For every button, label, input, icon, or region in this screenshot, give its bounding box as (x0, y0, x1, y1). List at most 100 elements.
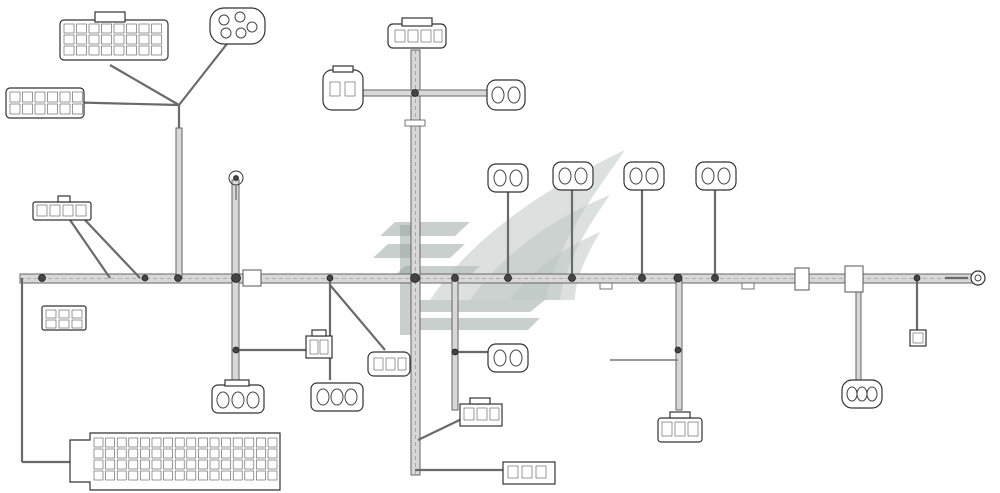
connector-pin (34, 91, 46, 103)
connector-pin (59, 91, 71, 103)
connector-pin (151, 45, 162, 56)
connector-pin (221, 448, 231, 459)
connector-pin (93, 459, 104, 470)
connector-pin (244, 470, 255, 481)
connector-pin (244, 459, 255, 470)
connector-top-center (387, 17, 447, 49)
connector-pin (232, 459, 243, 470)
connector-pin (128, 437, 139, 448)
connector-pin (113, 45, 125, 56)
connector-pin (88, 34, 100, 45)
connector-pin (186, 459, 197, 470)
connector-pin (116, 448, 127, 459)
connector-bottom-mid-a (310, 382, 364, 412)
branch-wires (20, 39, 968, 472)
connector-pin (232, 470, 243, 481)
connector-pin (244, 437, 255, 448)
connector-top-left-large (59, 11, 169, 61)
connector-pin (163, 459, 173, 470)
connector-pin (93, 448, 104, 459)
connector-pin (256, 459, 266, 470)
connector-pin (93, 437, 104, 448)
connector-pin (76, 23, 87, 34)
connector-left-upper (32, 195, 92, 221)
connector-pin (63, 34, 75, 45)
connector-pin (140, 437, 150, 448)
connector-pin (151, 448, 162, 459)
connector-pin (101, 34, 112, 45)
connector-right-small (909, 329, 927, 347)
connector-pin (232, 448, 243, 459)
connector-row-3 (623, 161, 665, 191)
ground-ring-terminal (970, 270, 986, 286)
connector-pin (151, 437, 162, 448)
connector-pin (267, 470, 278, 481)
connector-left-of-trunk-top (322, 65, 364, 111)
connector-bottom-ecu (69, 432, 281, 491)
connector-pin (256, 448, 266, 459)
connector-left-lower (41, 305, 87, 331)
connector-pin (174, 437, 185, 448)
connector-pin (9, 91, 21, 103)
connector-pin (105, 448, 115, 459)
connector-pin (22, 103, 33, 115)
connector-pin (76, 34, 87, 45)
connector-bottom-right-a (657, 411, 703, 443)
connector-bottom-left-a (211, 379, 265, 414)
connector-pin (116, 459, 127, 470)
connector-pin (126, 34, 137, 45)
connector-pin (101, 23, 112, 34)
connector-pin (221, 437, 231, 448)
connector-pin (88, 45, 100, 56)
connector-pin (174, 470, 185, 481)
connector-pin (209, 448, 220, 459)
connector-pin (126, 23, 137, 34)
connector-pin (72, 91, 83, 103)
connector-pin (151, 459, 162, 470)
connector-row-2 (552, 161, 594, 191)
connector-pin (72, 103, 83, 115)
connector-pin (93, 470, 104, 481)
connector-pin (174, 459, 185, 470)
connector-pin (163, 448, 173, 459)
connector-pin (105, 470, 115, 481)
connector-pin (256, 437, 266, 448)
connector-pin (198, 448, 208, 459)
connector-pin (186, 448, 197, 459)
connector-pin (209, 470, 220, 481)
connector-pin (88, 23, 100, 34)
connector-pin (140, 459, 150, 470)
connector-row-1 (487, 163, 529, 193)
connector-pin (138, 23, 150, 34)
connector-pin (128, 448, 139, 459)
connector-pin (9, 103, 21, 115)
connector-pin (59, 103, 71, 115)
connector-pin (186, 470, 197, 481)
connector-bottom-center (502, 461, 556, 485)
connector-pin (244, 448, 255, 459)
connector-pin (47, 91, 58, 103)
connector-pin (174, 448, 185, 459)
connector-pin (186, 437, 197, 448)
connector-pin (267, 448, 278, 459)
connector-row-4 (695, 161, 737, 191)
connector-bottom-mid-b (367, 351, 411, 377)
connector-pin (221, 470, 231, 481)
connector-center-lower (459, 397, 503, 427)
connector-pin (198, 437, 208, 448)
connector-right-of-trunk-top (486, 79, 526, 111)
connector-round-top (209, 7, 266, 45)
connector-pin (126, 45, 137, 56)
connector-pin (47, 103, 58, 115)
connector-pin (151, 34, 162, 45)
connector-pin (101, 45, 112, 56)
connector-pin (105, 437, 115, 448)
connector-pin (151, 470, 162, 481)
connector-pin (34, 103, 46, 115)
connector-pin (163, 470, 173, 481)
main-trunk (19, 273, 976, 284)
connector-pin (209, 437, 220, 448)
connector-pin (267, 437, 278, 448)
